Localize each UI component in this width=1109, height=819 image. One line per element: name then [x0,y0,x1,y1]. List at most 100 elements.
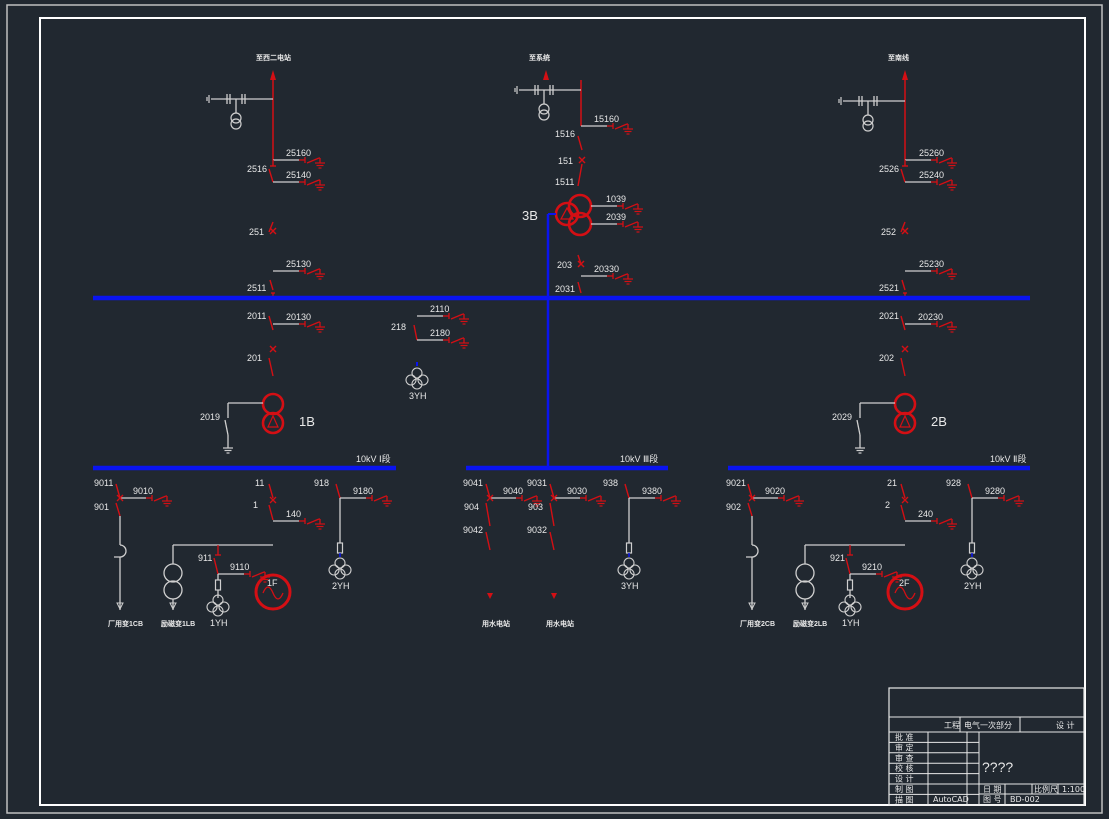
pt-circle [960,564,972,576]
earth-switch-label: 2039 [606,212,626,222]
breaker-blade [268,221,274,233]
tb-row-label: 描 图 [895,794,914,804]
label: 21 [887,478,897,488]
wire [967,483,973,499]
earth-ground-icon [947,162,957,169]
earth-switch-blade [306,157,320,164]
earth-ground-icon [315,162,325,169]
tb-number-label: 图 号 [983,795,1002,804]
wire [577,281,582,294]
earth-switch-blade [373,495,387,502]
pt-coil [538,103,550,115]
label: 2021 [879,311,899,321]
label: 9031 [527,478,547,488]
wire [549,502,555,527]
disconnector-blade [269,279,274,291]
pt-circle [206,601,218,613]
load-arrow-icon [116,602,124,611]
earth-switch-label: 25140 [286,170,311,180]
load-arrow-icon [801,602,809,611]
tb-row-label: 校 核 [895,763,914,773]
label: 902 [726,502,741,512]
earth-switch-blade [587,495,601,502]
fuse-icon [968,542,976,554]
voltage-transformer-icon [617,557,641,580]
tb-row-label: 制 图 [895,784,914,794]
excitation-transformer-delta [795,580,815,600]
tb-row-label: 批 准 [895,732,914,742]
pt-circle [844,605,856,617]
earth-ground-icon [794,500,804,507]
wire [268,315,274,331]
pt-label: 1YH [842,618,860,628]
label: 903 [528,502,543,512]
disconnector-blade [577,163,583,187]
line-destination-left: 至西二电站 [256,53,291,62]
voltage-transformer-icon [960,557,984,580]
earth-switch-blade [1005,495,1019,502]
excitation-transformer-wye [795,563,815,583]
wire [268,357,274,377]
pt-circle [212,594,224,606]
label: 1511 [555,177,574,187]
label: 2511 [247,283,266,293]
voltage-transformer-icon [206,594,230,617]
wire [577,254,582,265]
label: 2 [885,500,890,510]
earth-switch-blade [938,268,952,275]
neutral-ground-icon [223,447,233,454]
pt-circle [334,557,346,569]
earth-switch-label: 240 [918,509,933,519]
earth-ground-icon [315,326,325,333]
earth-switch-label: 20130 [286,312,311,322]
delta-symbol-icon [559,206,575,220]
wire [900,504,906,521]
earth-switch-label: 25240 [919,170,944,180]
wire [268,504,274,521]
earth-ground-icon [260,576,270,583]
earth-ground-icon [315,273,325,280]
disconnector-blade [900,168,906,183]
pt-circle [617,564,629,576]
neutral-switch-blade [856,419,861,436]
earth-ground-icon [623,278,633,285]
earth-switch-label: 25130 [286,259,311,269]
earth-switch-label: 25260 [919,148,944,158]
pt-circle [623,568,635,580]
wire [845,557,851,575]
label: 911 [198,553,212,563]
label: 938 [603,478,618,488]
label: 218 [391,322,406,332]
breaker-x [269,227,277,235]
pt-circle [411,378,423,390]
earth-switch-blade [306,268,320,275]
excitation-transformer-label: 励磁变1LB [161,619,195,628]
transformer-winding-delta [261,411,285,435]
pt-circle [212,605,224,617]
pt-circle [966,568,978,580]
tb-scale-label: 比例尺 [1034,784,1058,794]
earth-switch-blade [624,203,638,210]
wire [268,483,274,499]
pt-coil [230,118,242,130]
breaker-label: 251 [249,227,264,237]
line-arrow-icon [902,70,908,80]
tb-drawing-title: ???? [982,759,1013,775]
earth-ground-icon [315,523,325,530]
label: 9011 [94,478,113,488]
reactor-icon [746,544,759,558]
tb-project-suffix: 工程 [944,721,960,730]
pt-label: 2YH [964,581,982,591]
earth-switch-label: 9010 [133,486,153,496]
earth-switch-blade [153,495,167,502]
wire [213,557,219,575]
fuse-icon [214,579,222,591]
earth-ground-icon [1014,500,1024,507]
earth-switch-label: 25160 [286,148,311,158]
excitation-transformer-wye [163,563,183,583]
delta-symbol-icon [267,414,279,428]
generator-label: 1F [267,578,278,588]
voltage-transformer-icon [838,594,862,617]
load-label: 用水电站 [482,619,510,628]
transformer-label: 2B [931,414,947,429]
